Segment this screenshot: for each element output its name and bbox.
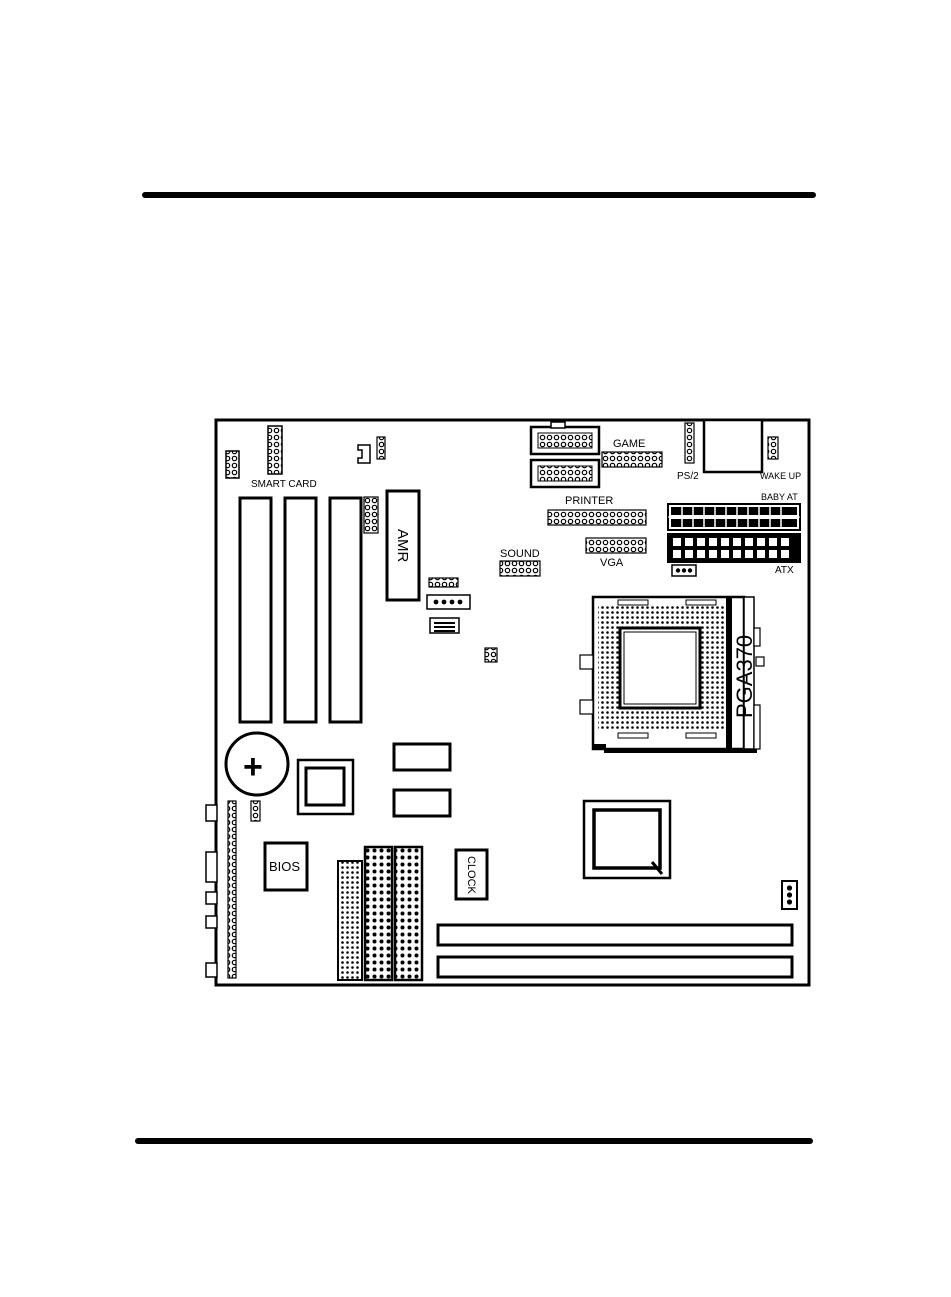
vga-label: VGA (600, 557, 624, 569)
game-header (602, 452, 662, 467)
clock-label: CLOCK (465, 856, 477, 895)
wakeup-header (768, 437, 778, 459)
smart-card-header (268, 426, 282, 474)
baby-at-pins-row1 (671, 507, 797, 515)
edge-tab-5 (206, 963, 217, 977)
isa-slot-1 (240, 498, 271, 722)
jumper-2pin-mid (485, 648, 497, 662)
sound-label: SOUND (500, 548, 540, 560)
power-connector-pins (538, 466, 592, 481)
printer-header (548, 510, 646, 525)
game-label: GAME (613, 438, 645, 450)
vga-header (586, 538, 646, 553)
header-4pin (429, 578, 458, 587)
keyboard-block (704, 420, 762, 472)
fan-connector-mid-1 (427, 595, 470, 609)
edge-tab-1 (206, 805, 217, 821)
edge-tab-2 (206, 852, 217, 882)
ps2-header (685, 423, 694, 463)
floppy-header-vertical (338, 861, 362, 980)
front-panel-header (228, 801, 236, 978)
jumper-header-left (226, 451, 239, 478)
ide-secondary (395, 847, 422, 980)
isa-slot-3 (330, 498, 361, 722)
floppy-connector-pins (538, 433, 592, 448)
battery-plus-symbol: + (243, 748, 263, 786)
chip-lower (394, 790, 450, 816)
jumper-top-center (377, 437, 385, 459)
dimm-slot-2 (438, 957, 792, 977)
amr-side-header (364, 497, 378, 533)
atx-label: ATX (775, 565, 794, 576)
floppy-key (551, 422, 565, 428)
dimm-slot-1 (438, 925, 792, 945)
edge-tab-4 (206, 916, 217, 928)
ps2-label: PS/2 (677, 471, 699, 482)
printer-label: PRINTER (565, 495, 613, 507)
amr-label: AMR (394, 529, 411, 563)
smart-card-label: SMART CARD (251, 479, 317, 490)
chip-upper (394, 744, 450, 770)
ide-primary (365, 847, 392, 980)
pga370-label: PGA370 (732, 635, 757, 718)
bios-label: BIOS (269, 859, 300, 874)
baby-at-label: BABY AT (761, 492, 798, 502)
isa-slot-2 (285, 498, 316, 722)
jumper-near-battery (251, 801, 260, 821)
edge-tab-3 (206, 892, 217, 904)
baby-at-pins-row2 (671, 519, 797, 527)
sound-header (500, 561, 540, 576)
small-square-right (756, 657, 764, 666)
wakeup-label: WAKE UP (760, 471, 801, 481)
